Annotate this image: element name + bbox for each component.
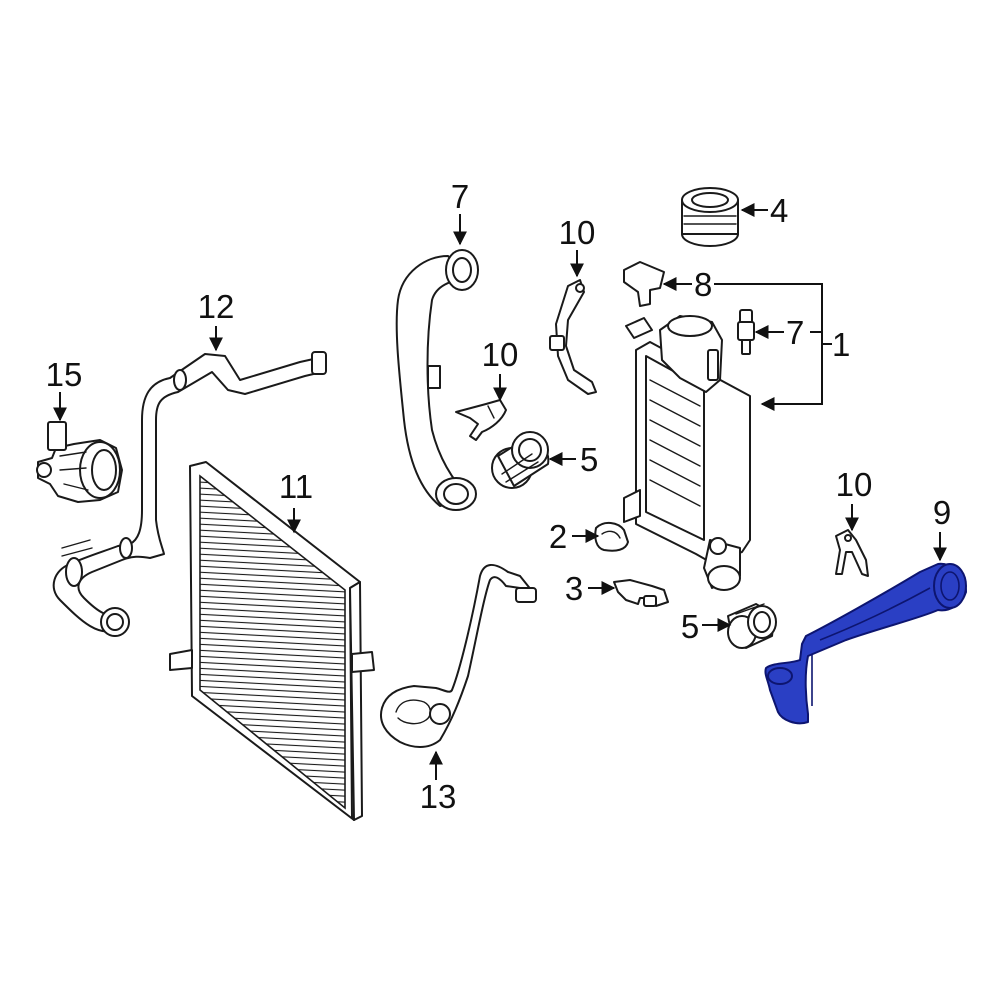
callout-9: 9 — [933, 494, 951, 531]
callout-5-upper: 5 — [580, 441, 598, 478]
callout-5-lower: 5 — [681, 608, 699, 645]
callout-10-lower: 10 — [836, 466, 873, 503]
coupling-part-lower — [727, 603, 777, 649]
callout-4: 4 — [770, 192, 788, 229]
callout-13: 12 — [198, 288, 235, 325]
clamp-part-upper — [455, 399, 507, 441]
callout-6: 7 — [786, 314, 804, 351]
sensor-part — [623, 261, 665, 307]
valve-part — [737, 309, 755, 355]
leader-lines — [53, 203, 947, 780]
callout-2: 2 — [549, 518, 567, 555]
clamp-part-lower — [835, 529, 869, 577]
callout-11: 10 — [559, 214, 596, 251]
callout-3: 3 — [565, 570, 583, 607]
coupling-part-upper — [491, 431, 550, 489]
charge-air-hose-part — [395, 249, 479, 511]
grommet-part — [594, 522, 629, 552]
callout-10-upper: 10 — [482, 336, 519, 373]
callout-8: 7 — [451, 178, 469, 215]
callout-14: 13 — [420, 778, 457, 815]
charge-air-pipe-part-highlighted — [764, 562, 967, 725]
coolant-hose-part — [52, 351, 327, 637]
callout-12: 11 — [279, 468, 313, 505]
radiator-part — [169, 461, 375, 821]
bracket-part — [549, 279, 597, 395]
callout-1: 1 — [832, 326, 850, 363]
callout-labels: 7 10 4 8 7 1 10 5 12 15 11 2 3 5 10 9 13 — [46, 178, 952, 815]
seal-ring-part — [681, 187, 739, 247]
ac-line-part — [380, 564, 537, 748]
water-pump-part — [36, 421, 123, 503]
mount-bracket-part — [613, 579, 669, 607]
intercooler-part — [623, 315, 751, 591]
callout-7: 8 — [694, 266, 712, 303]
callout-15: 15 — [46, 356, 83, 393]
